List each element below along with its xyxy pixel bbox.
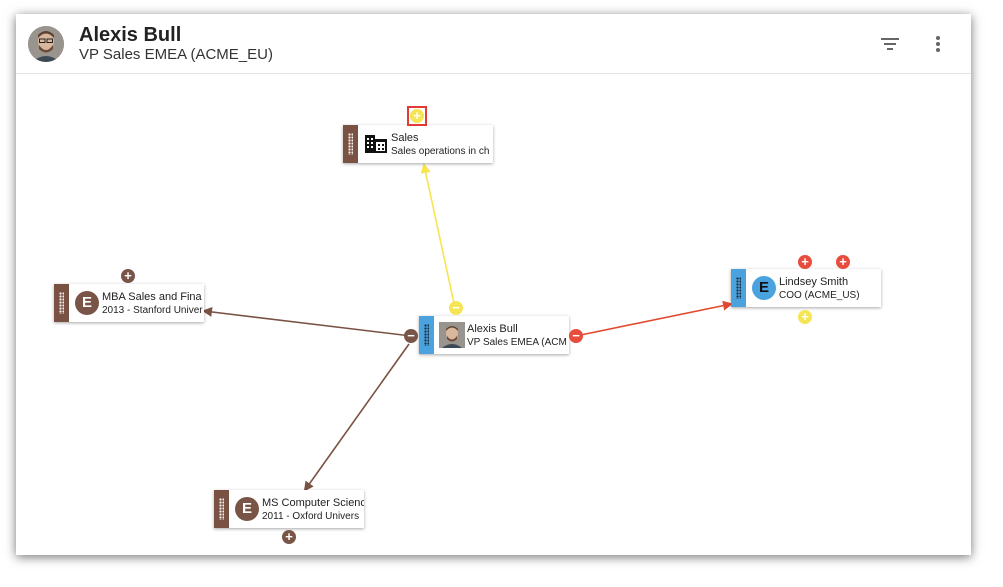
link-alexis-ms: [303, 343, 410, 492]
collapse-button[interactable]: −: [404, 329, 418, 343]
page-title: Alexis Bull: [79, 24, 182, 46]
expand-button[interactable]: +: [121, 269, 135, 283]
expand-button[interactable]: +: [836, 255, 850, 269]
node-subtitle: 2013 - Stanford Univer: [102, 305, 203, 316]
entity-icon: E: [752, 276, 776, 300]
collapse-button[interactable]: −: [449, 301, 463, 315]
expand-button[interactable]: +: [798, 310, 812, 324]
node-subtitle: VP Sales EMEA (ACM: [467, 337, 567, 348]
entity-icon: E: [75, 291, 99, 315]
page-subtitle: VP Sales EMEA (ACME_EU): [79, 46, 273, 63]
drag-handle[interactable]: [419, 316, 434, 354]
node-lindsey[interactable]: E Lindsey Smith COO (ACME_US): [731, 269, 881, 307]
filter-list-icon[interactable]: [878, 32, 902, 56]
entity-icon: E: [235, 497, 259, 521]
node-alexis[interactable]: Alexis Bull VP Sales EMEA (ACM: [419, 316, 569, 354]
node-title: MS Computer Scienc: [262, 497, 364, 509]
graph-window: Alexis Bull VP Sales EMEA (ACME_EU): [16, 14, 971, 555]
collapse-button[interactable]: −: [569, 329, 583, 343]
node-title: Alexis Bull: [467, 323, 518, 335]
node-mba[interactable]: E MBA Sales and Fina 2013 - Stanford Uni…: [54, 284, 204, 322]
drag-handle[interactable]: [343, 125, 358, 163]
link-alexis-lindsey: [575, 300, 733, 337]
node-title: Sales: [391, 132, 419, 144]
link-alexis-sales: [420, 163, 456, 309]
drag-handle[interactable]: [731, 269, 746, 307]
node-sales[interactable]: Sales Sales operations in ch: [343, 125, 493, 163]
node-subtitle: 2011 - Oxford Univers: [262, 511, 360, 522]
building-icon: [363, 131, 389, 157]
profile-header: Alexis Bull VP Sales EMEA (ACME_EU): [16, 14, 971, 74]
avatar: [439, 322, 465, 348]
graph-links: [202, 163, 733, 492]
expand-button[interactable]: +: [410, 109, 424, 123]
node-title: Lindsey Smith: [779, 276, 849, 288]
more-vert-icon[interactable]: [926, 32, 950, 56]
node-subtitle: COO (ACME_US): [779, 290, 860, 301]
avatar: [28, 26, 64, 62]
node-subtitle: Sales operations in ch: [391, 146, 490, 157]
drag-handle[interactable]: [54, 284, 69, 322]
node-ms[interactable]: E MS Computer Scienc 2011 - Oxford Unive…: [214, 490, 364, 528]
expand-button[interactable]: +: [282, 530, 296, 544]
selection-highlight: [407, 106, 427, 126]
link-alexis-mba: [202, 306, 412, 337]
expand-button[interactable]: +: [798, 255, 812, 269]
node-title: MBA Sales and Fina: [102, 291, 202, 303]
drag-handle[interactable]: [214, 490, 229, 528]
